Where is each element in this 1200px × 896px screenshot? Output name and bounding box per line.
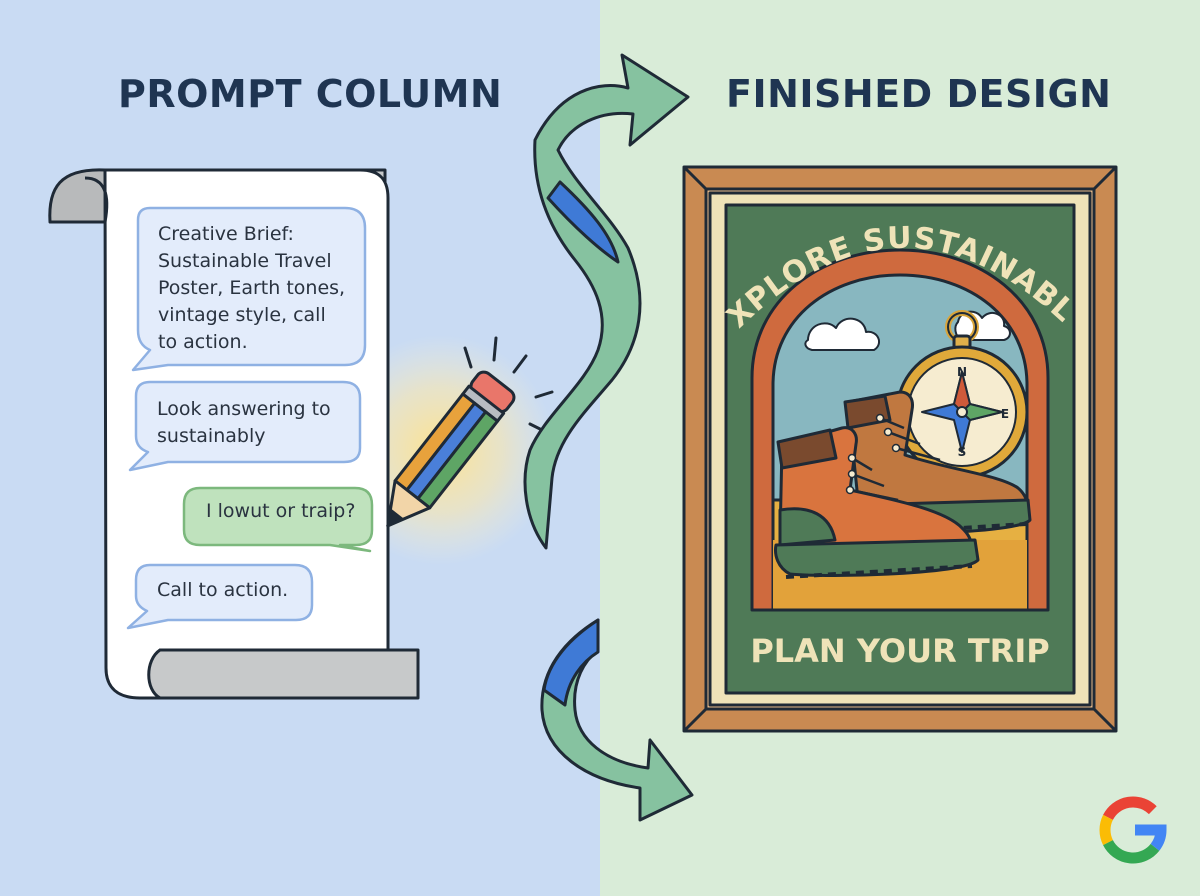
bubble-creative-brief: Creative Brief: Sustainable Travel Poste…	[158, 223, 346, 353]
bubble-shape-2	[128, 380, 362, 472]
scroll-bottom-curl	[147, 648, 420, 700]
hiking-boot-icon	[774, 390, 1032, 579]
prompt-bubbles	[126, 206, 374, 630]
poster-call-to-action: PLAN YOUR TRIP	[750, 632, 1049, 670]
compass-letter-e: E	[1001, 407, 1009, 421]
bubble-shape-3	[182, 486, 374, 553]
top-flow-arrow	[523, 53, 690, 550]
bubble-shape-4	[126, 563, 314, 630]
bubble-reply: I lowut or traip?	[206, 500, 356, 522]
bubble-shape-1	[131, 206, 367, 372]
bubble-look-answering: Look answering to sustainably	[157, 398, 331, 447]
pencil-icon	[386, 336, 554, 528]
bubble-call-to-action: Call to action.	[157, 579, 289, 601]
compass-letter-s: S	[958, 445, 967, 459]
google-logo-icon	[1099, 796, 1167, 864]
finished-design-heading: FINISHED DESIGN	[726, 72, 1112, 116]
bottom-flow-arrow	[540, 618, 694, 822]
cloud	[804, 317, 881, 351]
compass-letter-n: N	[957, 365, 967, 379]
compass-icon	[895, 310, 1029, 479]
prompt-column-heading: PROMPT COLUMN	[118, 72, 503, 116]
